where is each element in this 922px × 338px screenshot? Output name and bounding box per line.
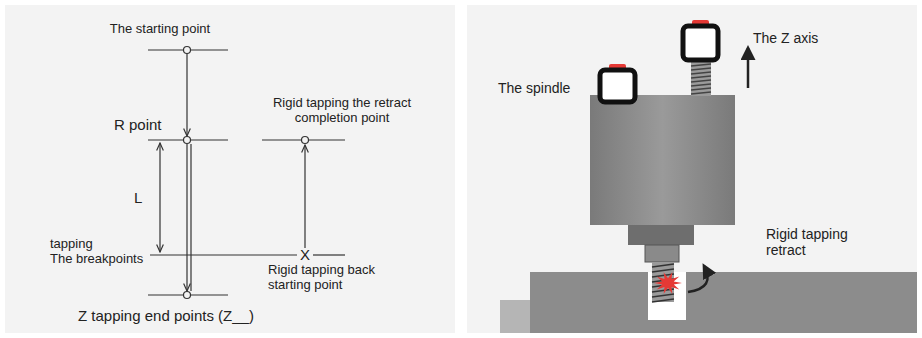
thread-stroke [691,76,711,78]
thread-stroke [691,72,711,74]
thread-stroke [691,92,711,94]
thread-stroke [691,88,711,90]
label: The starting point [110,22,210,37]
panel [5,5,455,333]
thread-stroke [691,80,711,82]
tool-holder [645,245,679,262]
point-marker [184,292,191,299]
z-screw-thread [691,64,711,94]
label: L [134,189,142,206]
workpiece [530,272,917,333]
z-screw [691,62,711,96]
thread-stroke [691,84,711,86]
label: Z tapping end points (Z__) [78,307,254,324]
feed-line [186,53,187,136]
z-motor [683,26,718,60]
rotation-arrow [688,266,708,292]
level-line [313,254,345,255]
panel [467,5,917,333]
label: tapping The breakpoints [50,237,143,267]
thread-stroke [652,294,674,297]
label: The spindle [498,80,570,96]
collision-burst [654,272,682,293]
workpiece-step [500,300,530,333]
thread-stroke [691,68,711,70]
thread-stroke [652,299,674,302]
label: Rigid tapping the retract completion poi… [273,96,411,126]
dimension-line [159,143,160,252]
thread-stroke [652,264,674,267]
retract-line [304,145,305,248]
level-line [150,254,297,255]
label: Rigid tapping back starting point [268,263,375,293]
label: R point [114,116,162,133]
point-marker [184,137,191,144]
label: The Z axis [753,30,818,46]
feed-line [186,144,187,291]
spindle-head [590,95,735,225]
label: X [300,246,310,263]
thread-stroke [691,64,711,66]
feed-line [190,144,191,291]
point-marker [184,47,191,54]
label: Rigid tapping retract [766,226,848,258]
thread-stroke [652,269,674,272]
tool-holder [628,225,694,245]
spindle-motor [600,70,635,102]
point-marker [302,137,309,144]
z-arrow [747,48,750,88]
